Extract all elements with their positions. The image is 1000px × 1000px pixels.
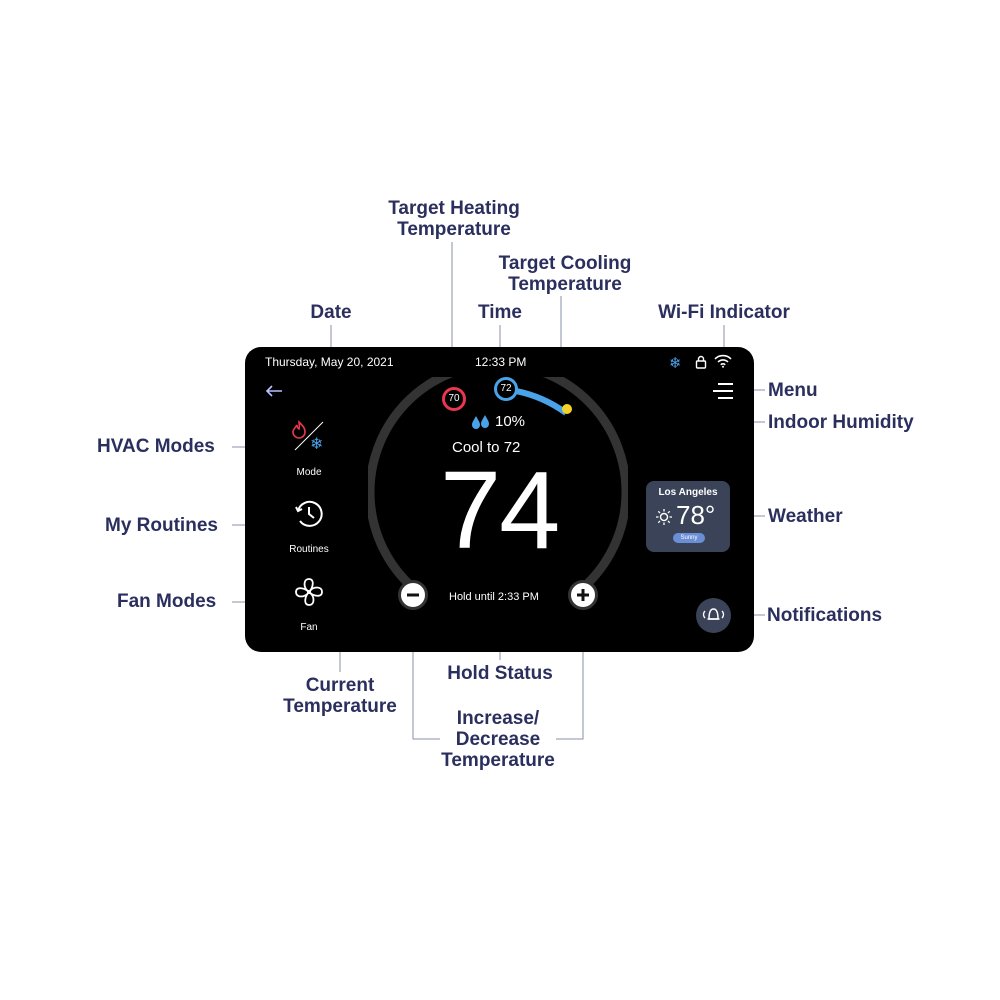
mode-button[interactable]: ❄ Mode (279, 417, 339, 479)
cooling-range-arc (515, 388, 568, 416)
mode-label: Mode (296, 467, 322, 478)
flame-snowflake-icon: ❄ (292, 420, 323, 453)
callout-fan-modes: Fan Modes (117, 591, 217, 612)
mode-status: Cool to 72 (452, 439, 521, 456)
increase-button[interactable] (568, 580, 598, 610)
weather-temp: 78° (676, 500, 716, 530)
callout-time: Time (477, 302, 523, 323)
callout-wifi: Wi-Fi Indicator (658, 302, 790, 323)
wifi-icon[interactable] (714, 354, 732, 368)
weather-condition: Sunny (673, 533, 705, 543)
humidity-drop-icon (472, 415, 489, 429)
humidity-value: 10% (495, 413, 526, 430)
menu-icon[interactable] (712, 381, 734, 401)
callout-humidity: Indoor Humidity (768, 412, 914, 433)
heat-setpoint-badge[interactable]: 70 (442, 387, 466, 411)
callout-menu: Menu (768, 380, 818, 401)
hold-status[interactable]: Hold until 2:33 PM (449, 591, 539, 603)
callout-notifications: Notifications (767, 605, 883, 626)
weather-card[interactable]: Los Angeles 78° Sunny (646, 481, 730, 552)
lock-icon (695, 355, 707, 369)
back-arrow-icon[interactable] (265, 384, 283, 398)
notifications-button[interactable] (696, 598, 731, 633)
fan-icon (295, 578, 323, 606)
temperature-dial (368, 377, 628, 597)
callout-target-cooling: Target Cooling Temperature (498, 253, 632, 295)
snowflake-icon: ❄ (669, 355, 682, 372)
plus-icon (577, 589, 589, 601)
routines-button[interactable]: Routines (279, 495, 339, 557)
indicator-dot (562, 404, 572, 414)
cool-setpoint-badge[interactable]: 72 (494, 377, 518, 401)
sun-icon (656, 509, 672, 525)
date-display: Thursday, May 20, 2021 (265, 355, 394, 369)
svg-text:❄: ❄ (310, 434, 323, 453)
thermostat-screen: Thursday, May 20, 2021 12:33 PM ❄ 70 72 … (245, 347, 754, 652)
callout-date: Date (310, 302, 352, 323)
callout-target-heating: Target Heating Temperature (388, 198, 520, 240)
callout-hold-status: Hold Status (447, 663, 553, 684)
callout-hvac-modes: HVAC Modes (97, 436, 215, 457)
fan-label: Fan (300, 622, 318, 633)
current-temperature: 74 (440, 449, 560, 572)
weather-city: Los Angeles (658, 487, 718, 498)
decrease-button[interactable] (398, 580, 428, 610)
callout-weather: Weather (768, 506, 843, 527)
callout-routines: My Routines (105, 515, 218, 536)
bell-icon (702, 608, 725, 620)
routines-label: Routines (289, 544, 329, 555)
fan-button[interactable]: Fan (279, 573, 339, 635)
clock-icon (295, 500, 323, 527)
time-display: 12:33 PM (475, 355, 527, 369)
callout-current-temperature: Current Temperature (283, 675, 397, 717)
callout-increase-decrease: Increase/ Decrease Temperature (441, 708, 555, 771)
minus-icon (407, 593, 419, 597)
